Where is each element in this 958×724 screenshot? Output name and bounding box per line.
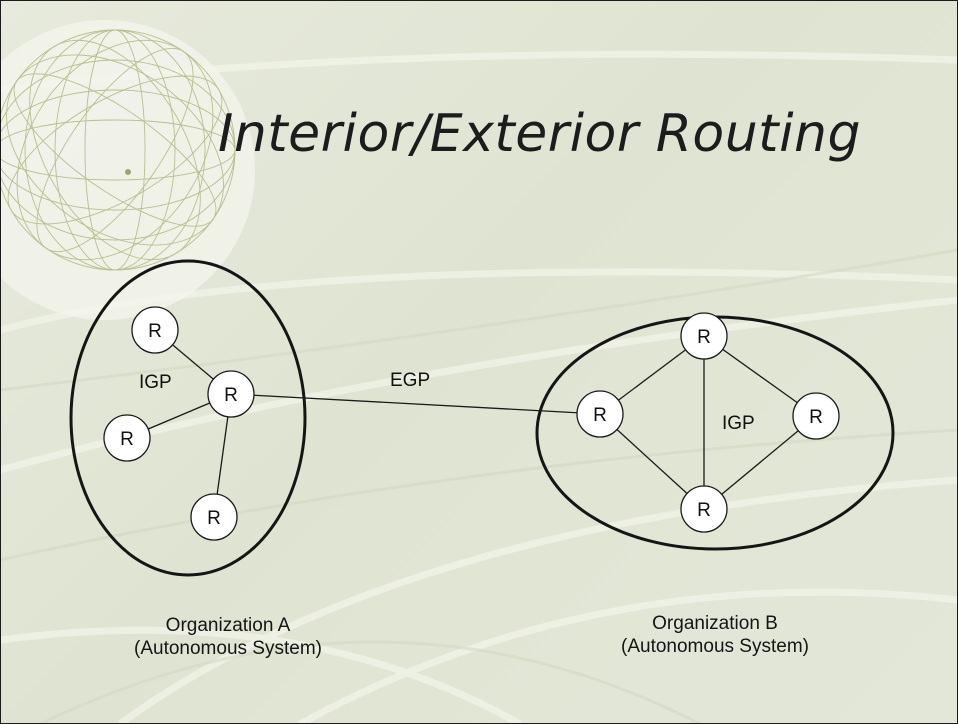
router-b-left: R bbox=[576, 390, 624, 438]
organization-a-name: Organization A bbox=[165, 615, 291, 636]
organization-b-caption: Organization B (Autonomous System) bbox=[590, 612, 840, 658]
organization-a-subtitle: (Autonomous System) bbox=[134, 638, 322, 659]
router-b-bottom: R bbox=[680, 485, 728, 533]
router-a-hub: R bbox=[207, 370, 255, 418]
igp-label-organization-b: IGP bbox=[722, 413, 755, 434]
router-label: R bbox=[697, 327, 711, 348]
router-label: R bbox=[593, 405, 607, 426]
globe-graphic bbox=[0, 29, 236, 271]
router-label: R bbox=[809, 407, 823, 428]
router-label: R bbox=[207, 508, 221, 529]
organization-a-caption: Organization A (Autonomous System) bbox=[88, 614, 368, 660]
router-a-top: R bbox=[131, 306, 179, 354]
egp-label: EGP bbox=[390, 370, 430, 391]
router-label: R bbox=[697, 500, 711, 521]
background-streaks-dark bbox=[0, 248, 958, 724]
router-b-right: R bbox=[792, 392, 840, 440]
egp-link bbox=[230, 393, 601, 415]
organization-b-subtitle: (Autonomous System) bbox=[621, 636, 809, 657]
organization-b-name: Organization B bbox=[652, 613, 778, 634]
organization-a-boundary bbox=[69, 259, 307, 577]
link-b-bottom-right bbox=[703, 415, 817, 510]
router-label: R bbox=[224, 385, 238, 406]
router-a-bottom: R bbox=[190, 493, 238, 541]
slide-title: Interior/Exterior Routing bbox=[218, 104, 861, 164]
router-b-top: R bbox=[680, 312, 728, 360]
router-a-left: R bbox=[103, 414, 151, 462]
router-label: R bbox=[120, 429, 134, 450]
igp-label-organization-a: IGP bbox=[139, 372, 172, 393]
router-label: R bbox=[148, 321, 162, 342]
